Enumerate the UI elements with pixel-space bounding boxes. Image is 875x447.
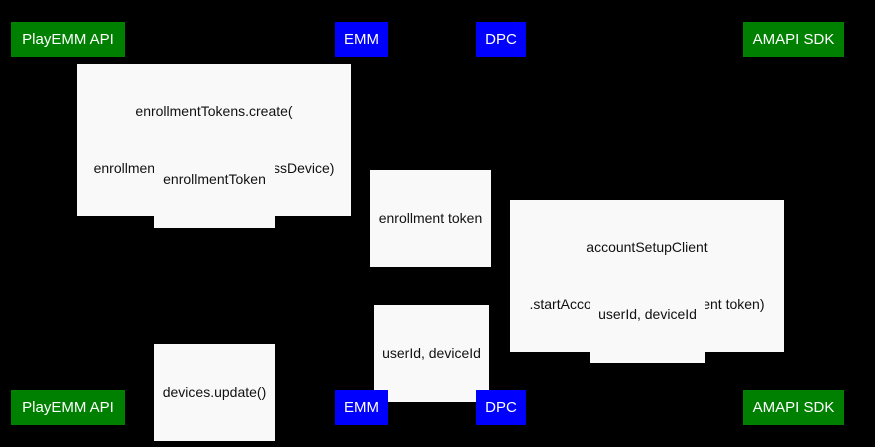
message-label-enrollment-token-response: enrollmentToken <box>154 131 275 228</box>
participant-dpc-top[interactable]: DPC <box>476 22 526 57</box>
lifeline-playemm-api <box>68 57 69 390</box>
participant-amapi-sdk-bottom[interactable]: AMAPI SDK <box>743 390 844 425</box>
message-line-1: userId, deviceId <box>598 306 697 322</box>
lifeline-dpc <box>501 57 502 390</box>
message-line-1: enrollment token <box>378 210 483 226</box>
participant-label: DPC <box>485 31 517 48</box>
lifeline-emm <box>361 57 362 390</box>
participant-playemm-api-bottom[interactable]: PlayEMM API <box>11 390 125 425</box>
participant-dpc-bottom[interactable]: DPC <box>476 390 526 425</box>
message-line-1: enrollmentTokens.create( <box>135 103 293 119</box>
participant-emm-bottom[interactable]: EMM <box>335 390 388 425</box>
message-line-1: userId, deviceId <box>382 345 481 361</box>
participant-label: AMAPI SDK <box>752 31 835 48</box>
message-label-devices-update: devices.update() <box>154 344 275 441</box>
message-line-1: devices.update() <box>162 384 267 400</box>
participant-label: DPC <box>485 399 517 416</box>
participant-label: EMM <box>344 31 379 48</box>
participant-label: PlayEMM API <box>22 31 114 48</box>
participant-label: EMM <box>344 399 379 416</box>
message-label-enrollment-token-to-dpc: enrollment token <box>370 170 491 267</box>
participant-playemm-api-top[interactable]: PlayEMM API <box>11 22 125 57</box>
message-label-userid-deviceid-to-emm: userId, deviceId <box>374 305 489 402</box>
participant-amapi-sdk-top[interactable]: AMAPI SDK <box>743 22 844 57</box>
participant-label: AMAPI SDK <box>752 399 835 416</box>
lifeline-amapi-sdk <box>793 57 794 390</box>
message-line-1: accountSetupClient <box>586 239 708 255</box>
participant-emm-top[interactable]: EMM <box>335 22 388 57</box>
participant-label: PlayEMM API <box>22 399 114 416</box>
message-line-1: enrollmentToken <box>163 171 266 187</box>
message-label-userid-deviceid-from-sdk: userId, deviceId <box>590 266 705 363</box>
